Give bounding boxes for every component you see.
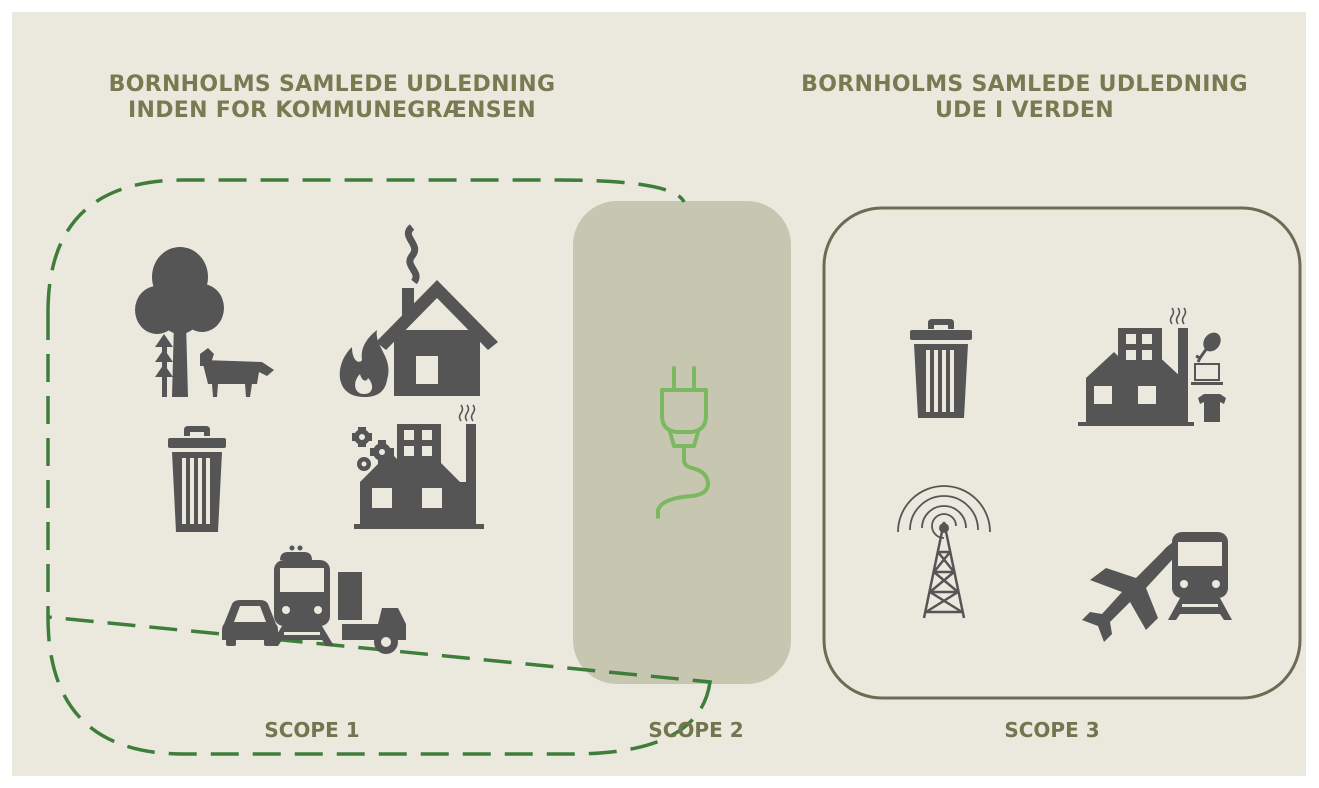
t-shirt-icon	[1198, 394, 1226, 422]
fire-icon	[339, 330, 389, 397]
diagram-canvas: BORNHOLMS SAMLEDE UDLEDNING INDEN FOR KO…	[12, 12, 1306, 776]
trash-can-icon-scope3	[910, 319, 972, 418]
airplane-icon	[1082, 540, 1182, 642]
left-heading-line1: BORNHOLMS SAMLEDE UDLEDNING	[108, 72, 556, 97]
scope3-label: SCOPE 3	[1004, 718, 1100, 742]
scope3-box	[822, 206, 1302, 700]
laptop-icon	[1191, 363, 1223, 385]
right-heading: BORNHOLMS SAMLEDE UDLEDNING UDE I VERDEN	[732, 72, 1317, 124]
train-icon	[270, 545, 334, 646]
scope1-label: SCOPE 1	[264, 718, 360, 742]
train-icon-scope3	[1168, 532, 1232, 620]
radio-tower-icon	[897, 485, 991, 619]
chicken-leg-icon	[1195, 332, 1221, 363]
factory-gears-icon	[352, 404, 484, 529]
left-heading: BORNHOLMS SAMLEDE UDLEDNING INDEN FOR KO…	[32, 72, 632, 124]
scope1-boundary	[46, 178, 712, 756]
factory-goods-icon	[1078, 307, 1226, 426]
left-heading-line2: INDEN FOR KOMMUNEGRÆNSEN	[128, 98, 536, 123]
scope2-label: SCOPE 2	[648, 718, 744, 742]
truck-icon	[338, 572, 406, 654]
right-heading-line2: UDE I VERDEN	[935, 98, 1114, 123]
car-icon	[222, 600, 278, 646]
right-heading-line1: BORNHOLMS SAMLEDE UDLEDNING	[801, 72, 1248, 97]
power-plug-icon	[656, 366, 710, 519]
tree-icon	[135, 247, 224, 397]
cow-icon	[200, 348, 274, 397]
gear-icon	[352, 427, 394, 471]
trash-can-icon	[168, 426, 226, 532]
diagram-graphics	[46, 178, 1302, 756]
house-chimney-icon	[376, 224, 498, 396]
scope2-box	[573, 201, 791, 684]
